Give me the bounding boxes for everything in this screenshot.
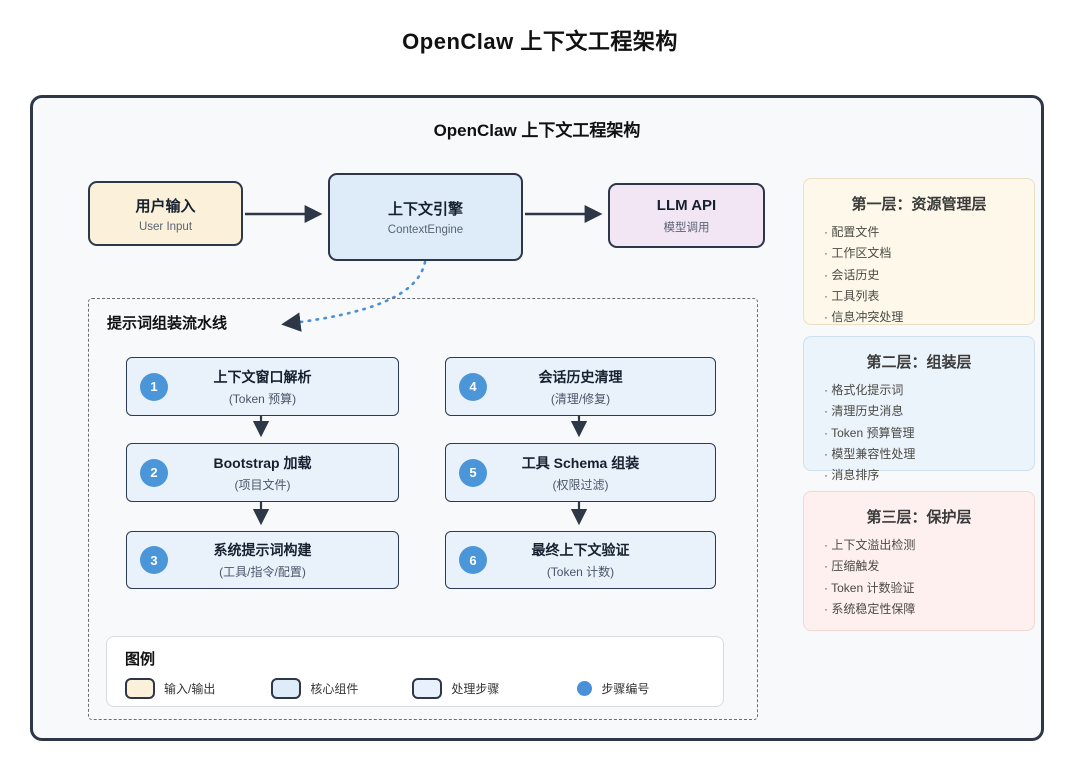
step-title: 上下文窗口解析 xyxy=(213,368,312,385)
layer-item: 会话历史 xyxy=(820,265,1018,286)
layer-item: 上下文溢出检测 xyxy=(820,535,1018,556)
step-subtitle: (工具/指令/配置) xyxy=(219,565,306,579)
step-title: 工具 Schema 组装 xyxy=(521,454,640,471)
legend-label: 步骤编号 xyxy=(601,682,650,696)
pipeline-step-4: 4 会话历史清理 (清理/修复) xyxy=(445,357,716,416)
pipeline-step-3: 3 系统提示词构建 (工具/指令/配置) xyxy=(126,531,399,589)
step-number-badge: 5 xyxy=(459,458,487,487)
step-swatch-icon xyxy=(412,678,443,699)
node-title: 上下文引擎 xyxy=(387,201,463,218)
layer-item: 模型兼容性处理 xyxy=(820,444,1018,465)
pipeline-step-6: 6 最终上下文验证 (Token 计数) xyxy=(445,531,716,589)
legend-item-core: 核心组件 xyxy=(271,678,358,699)
architecture-frame: OpenClaw 上下文工程架构 用户输入 User Input xyxy=(30,95,1044,741)
legend-item-step: 处理步骤 xyxy=(412,678,499,699)
step-title: Bootstrap 加载 xyxy=(213,454,312,471)
diagram-title: OpenClaw 上下文工程架构 xyxy=(433,121,641,140)
layer-title: 第一层：资源管理层 xyxy=(851,196,987,213)
layer-item: 工具列表 xyxy=(820,286,1018,307)
layer-item: Token 计数验证 xyxy=(820,578,1018,599)
core-swatch-icon xyxy=(271,678,302,699)
step-number-badge: 6 xyxy=(459,546,487,574)
layer-item-list: 配置文件 工作区文档 会话历史 工具列表 信息冲突处理 xyxy=(820,222,1018,329)
pipeline-container: 提示词组装流水线 1 上下文窗口解析 (Token 预算) 2 Bootstra… xyxy=(88,298,758,720)
pipeline-step-2: 2 Bootstrap 加载 (项目文件) xyxy=(126,443,399,502)
layer-title: 第三层：保护层 xyxy=(866,509,972,526)
node-subtitle: ContextEngine xyxy=(387,224,464,236)
layer-item-list: 上下文溢出检测 压缩触发 Token 计数验证 系统稳定性保障 xyxy=(820,535,1018,620)
node-title: 用户输入 xyxy=(135,197,196,215)
node-context-engine: 上下文引擎 ContextEngine xyxy=(328,173,523,261)
legend-row: 输入/输出 核心组件 处理步骤 步骤编号 xyxy=(125,678,705,699)
legend: 图例 输入/输出 核心组件 处理步骤 步骤编号 xyxy=(106,636,724,707)
legend-title: 图例 xyxy=(125,651,156,668)
legend-label: 处理步骤 xyxy=(451,682,500,696)
step-title: 会话历史清理 xyxy=(538,368,623,385)
legend-label: 核心组件 xyxy=(310,682,359,696)
layer-panel-protection: 第三层：保护层 上下文溢出检测 压缩触发 Token 计数验证 系统稳定性保障 xyxy=(803,491,1035,631)
step-title: 系统提示词构建 xyxy=(213,542,312,558)
node-user-input: 用户输入 User Input xyxy=(88,181,243,246)
pipeline-title: 提示词组装流水线 xyxy=(107,315,228,332)
step-number-badge: 4 xyxy=(459,372,487,401)
layer-item: 消息排序 xyxy=(820,465,1018,486)
layer-panel-assembly: 第二层：组装层 格式化提示词 清理历史消息 Token 预算管理 模型兼容性处理… xyxy=(803,336,1035,482)
layer-item: 工作区文档 xyxy=(820,243,1018,264)
layer-item: 信息冲突处理 xyxy=(820,307,1018,328)
node-subtitle: 模型调用 xyxy=(663,221,710,234)
layer-item: Token 预算管理 xyxy=(820,423,1018,444)
step-number-badge: 2 xyxy=(140,458,168,487)
layer-item: 系统稳定性保障 xyxy=(820,599,1018,620)
layer-item-list: 格式化提示词 清理历史消息 Token 预算管理 模型兼容性处理 消息排序 xyxy=(820,380,1018,487)
pipeline-step-5: 5 工具 Schema 组装 (权限过滤) xyxy=(445,443,716,502)
io-swatch-icon xyxy=(125,678,155,699)
step-subtitle: (Token 计数) xyxy=(546,565,615,579)
layer-item: 格式化提示词 xyxy=(820,380,1018,401)
step-subtitle: (权限过滤) xyxy=(552,477,609,492)
step-subtitle: (清理/修复) xyxy=(550,391,611,406)
step-number-badge: 3 xyxy=(140,546,168,574)
step-subtitle: (项目文件) xyxy=(234,477,291,492)
step-title: 最终上下文验证 xyxy=(531,542,630,558)
pipeline-step-1: 1 上下文窗口解析 (Token 预算) xyxy=(126,357,399,416)
layer-item: 压缩触发 xyxy=(820,556,1018,577)
page-title: OpenClaw 上下文工程架构 xyxy=(402,29,678,54)
node-llm-api: LLM API 模型调用 xyxy=(608,183,765,248)
legend-item-io: 输入/输出 xyxy=(125,678,215,699)
node-subtitle: User Input xyxy=(138,220,193,233)
layer-panel-resources: 第一层：资源管理层 配置文件 工作区文档 会话历史 工具列表 信息冲突处理 xyxy=(803,178,1035,325)
step-number-badge: 1 xyxy=(140,372,168,401)
legend-label: 输入/输出 xyxy=(164,682,216,696)
step-subtitle: (Token 预算) xyxy=(228,391,297,406)
layer-item: 配置文件 xyxy=(820,222,1018,243)
layer-title: 第二层：组装层 xyxy=(866,354,972,371)
layer-item: 清理历史消息 xyxy=(820,401,1018,422)
node-title: LLM API xyxy=(656,196,717,214)
step-number-circle-icon xyxy=(577,681,593,696)
legend-item-number: 步骤编号 xyxy=(577,680,649,697)
